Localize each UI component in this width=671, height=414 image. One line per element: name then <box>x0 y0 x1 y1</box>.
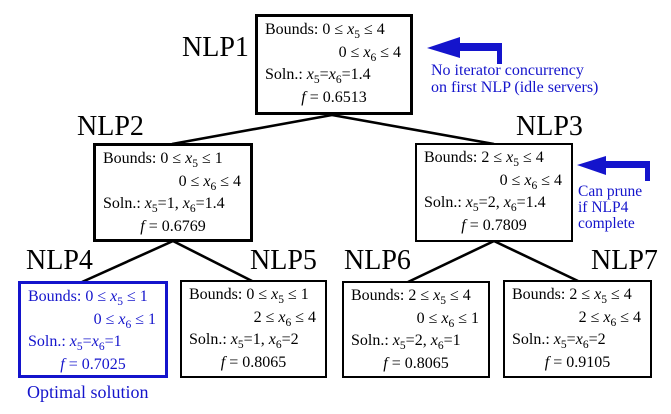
annotation-optimal-solution: Optimal solution <box>27 382 149 402</box>
node-box-nlp7: Bounds: 2 ≤ x5 ≤ 4 2 ≤ x6 ≤ 4 Soln.: x5=… <box>503 280 652 378</box>
annotation-can-prune-line1: Can prune <box>578 183 643 200</box>
nlp6-objective-line: f = 0.8065 <box>383 354 449 372</box>
node-label-nlp3: NLP3 <box>516 111 583 142</box>
node-label-nlp2: NLP2 <box>77 111 144 142</box>
node-box-nlp1: Bounds: 0 ≤ x5 ≤ 4 0 ≤ x6 ≤ 4 Soln.: x5=… <box>255 14 413 115</box>
node-label-nlp4: NLP4 <box>26 245 93 276</box>
nlp4-objective-line: f = 0.7025 <box>60 355 126 373</box>
nlp4-solution-line: Soln.: x5=x6=1 <box>28 333 122 354</box>
nlp5-bounds-line1: Bounds: 0 ≤ x5 ≤ 1 <box>189 286 309 307</box>
node-label-nlp1: NLP1 <box>182 32 249 63</box>
no-concurrency-arrow-icon <box>427 37 502 64</box>
edge-nlp2-nlp5 <box>172 239 253 283</box>
nlp7-bounds-line1: Bounds: 2 ≤ x5 ≤ 4 <box>512 286 632 307</box>
node-box-nlp4: Bounds: 0 ≤ x5 ≤ 1 0 ≤ x6 ≤ 1 Soln.: x5=… <box>18 281 168 378</box>
nlp1-solution-line: Soln.: x5=x6=1.4 <box>265 66 371 87</box>
nlp2-objective-line: f = 0.6769 <box>140 217 206 235</box>
nlp7-bounds-line2: 2 ≤ x6 ≤ 4 <box>578 308 641 329</box>
edge-nlp1-nlp3 <box>331 113 495 146</box>
annotation-no-concurrency-line1: No iterator concurrency <box>431 62 584 79</box>
nlp2-bounds-line2: 0 ≤ x6 ≤ 4 <box>178 172 241 193</box>
node-box-nlp3: Bounds: 2 ≤ x5 ≤ 4 0 ≤ x6 ≤ 4 Soln.: x5=… <box>415 143 573 242</box>
annotation-no-concurrency: No iterator concurrency on first NLP (id… <box>431 62 598 96</box>
nlp5-solution-line: Soln.: x5=1, x6=2 <box>189 331 299 352</box>
edge-nlp2-nlp4 <box>81 239 174 284</box>
node-box-nlp2: Bounds: 0 ≤ x5 ≤ 1 0 ≤ x6 ≤ 4 Soln.: x5=… <box>93 143 253 242</box>
nlp7-objective-line: f = 0.9105 <box>544 353 611 371</box>
annotation-can-prune-line2: if NLP4 <box>578 199 629 216</box>
nlp6-bounds-line2: 0 ≤ x6 ≤ 1 <box>416 309 479 330</box>
edge-nlp3-nlp7 <box>493 239 579 283</box>
nlp5-bounds-line2: 2 ≤ x6 ≤ 4 <box>253 308 316 329</box>
nlp3-objective-line: f = 0.7809 <box>461 216 527 234</box>
nlp1-bounds-line2: 0 ≤ x6 ≤ 4 <box>338 43 401 64</box>
edge-nlp1-nlp2 <box>171 113 333 146</box>
edge-nlp3-nlp6 <box>407 239 495 284</box>
nlp2-solution-line: Soln.: x5=1, x6=1.4 <box>103 195 225 216</box>
nlp3-bounds-line1: Bounds: 2 ≤ x5 ≤ 4 <box>424 149 544 170</box>
nlp1-objective-line: f = 0.6513 <box>301 88 367 106</box>
nlp2-bounds-line1: Bounds: 0 ≤ x5 ≤ 1 <box>103 150 223 171</box>
nlp4-bounds-line1: Bounds: 0 ≤ x5 ≤ 1 <box>28 288 148 309</box>
can-prune-arrow-icon <box>577 156 650 181</box>
nlp3-solution-line: Soln.: x5=2, x6=1.4 <box>424 194 546 215</box>
node-box-nlp6: Bounds: 2 ≤ x5 ≤ 4 0 ≤ x6 ≤ 1 Soln.: x5=… <box>342 281 490 378</box>
node-box-nlp5: Bounds: 0 ≤ x5 ≤ 1 2 ≤ x6 ≤ 4 Soln.: x5=… <box>180 280 327 378</box>
nlp6-solution-line: Soln.: x5=2, x6=1 <box>351 332 461 353</box>
nlp6-bounds-line1: Bounds: 2 ≤ x5 ≤ 4 <box>351 287 471 308</box>
nlp1-bounds-line1: Bounds: 0 ≤ x5 ≤ 4 <box>265 21 385 42</box>
annotation-can-prune: Can prune if NLP4 complete <box>578 184 642 232</box>
nlp3-bounds-line2: 0 ≤ x6 ≤ 4 <box>499 171 562 192</box>
nlp5-objective-line: f = 0.8065 <box>220 353 287 371</box>
node-label-nlp5: NLP5 <box>250 245 317 276</box>
node-label-nlp6: NLP6 <box>344 245 411 276</box>
nlp4-bounds-line2: 0 ≤ x6 ≤ 1 <box>93 310 156 331</box>
nlp7-solution-line: Soln.: x5=x6=2 <box>512 331 606 352</box>
node-label-nlp7: NLP7 <box>591 245 658 276</box>
annotation-can-prune-line3: complete <box>578 215 635 232</box>
annotation-no-concurrency-line2: on first NLP (idle servers) <box>431 79 599 96</box>
